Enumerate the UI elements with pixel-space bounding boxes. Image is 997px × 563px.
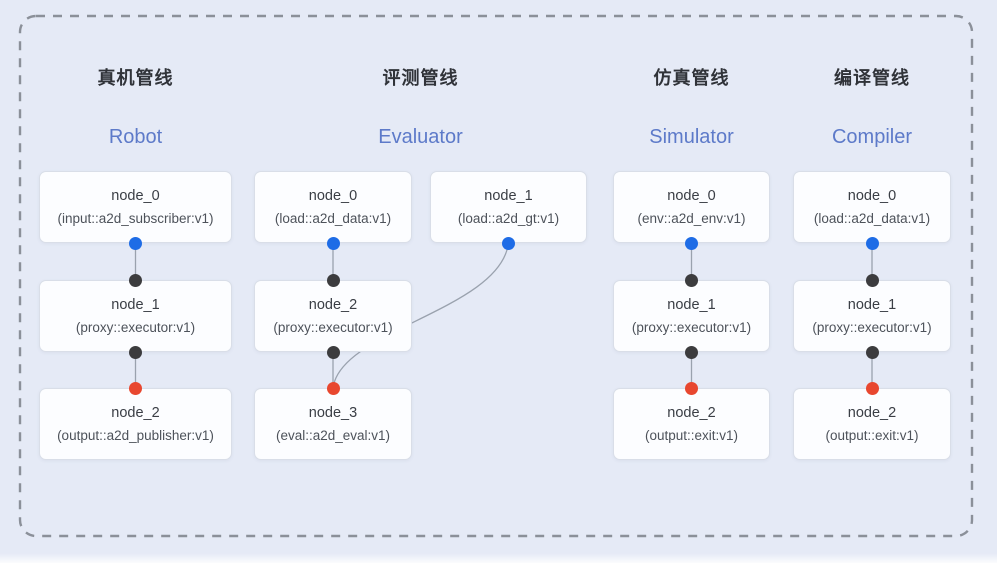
output-port-dot bbox=[502, 236, 515, 250]
node-title: node_1 bbox=[847, 296, 897, 313]
node-title: node_1 bbox=[111, 296, 160, 313]
node-title: node_2 bbox=[111, 404, 160, 421]
input-port-dot bbox=[326, 273, 340, 287]
node-type: (env::a2d_env:v1) bbox=[637, 210, 746, 226]
pipeline-title-zh: 编译管线 bbox=[834, 68, 910, 88]
node-card-simulator-node2: node_2 (output::exit:v1) bbox=[613, 388, 770, 460]
evaluator-curve-connector bbox=[332, 242, 510, 389]
node-title: node_1 bbox=[484, 187, 533, 204]
output-port-dot bbox=[685, 345, 698, 359]
terminal-port-dot bbox=[865, 381, 879, 395]
node-type: (output::exit:v1) bbox=[644, 427, 739, 443]
node-card-compiler-node0: node_0 (load::a2d_data:v1) bbox=[793, 171, 951, 243]
node-title: node_2 bbox=[667, 404, 716, 421]
input-port-dot bbox=[865, 273, 879, 287]
pipeline-header-robot: 真机管线 Robot bbox=[39, 66, 232, 150]
node-type: (proxy::executor:v1) bbox=[75, 319, 196, 335]
node-card-robot-node1: node_1 (proxy::executor:v1) bbox=[39, 280, 232, 352]
input-port-dot bbox=[129, 273, 142, 287]
output-port-dot bbox=[685, 236, 698, 250]
pipeline-title-zh: 仿真管线 bbox=[653, 68, 730, 88]
pipeline-title-en: Compiler bbox=[831, 126, 913, 148]
node-title: node_3 bbox=[308, 404, 358, 421]
pipeline-title-zh: 评测管线 bbox=[382, 68, 459, 88]
node-type: (output::exit:v1) bbox=[825, 427, 919, 443]
node-type: (proxy::executor:v1) bbox=[812, 319, 932, 335]
bottom-edge-fade bbox=[0, 553, 997, 563]
node-card-simulator-node1: node_1 (proxy::executor:v1) bbox=[613, 280, 770, 352]
terminal-port-dot bbox=[685, 381, 698, 395]
node-title: node_1 bbox=[667, 296, 716, 313]
terminal-port-dot bbox=[326, 381, 340, 395]
node-type: (eval::a2d_eval:v1) bbox=[275, 427, 391, 443]
node-card-evaluator-node2: node_2 (proxy::executor:v1) bbox=[254, 280, 412, 352]
node-title: node_2 bbox=[308, 296, 358, 313]
pipeline-title-en: Simulator bbox=[649, 126, 734, 148]
node-card-robot-node0: node_0 (input::a2d_subscriber:v1) bbox=[39, 171, 232, 243]
node-card-evaluator-node3: node_3 (eval::a2d_eval:v1) bbox=[254, 388, 412, 460]
input-port-dot bbox=[685, 273, 698, 287]
node-type: (proxy::executor:v1) bbox=[273, 319, 393, 335]
pipeline-title-en: Evaluator bbox=[378, 126, 463, 148]
node-type: (proxy::executor:v1) bbox=[631, 319, 752, 335]
dashed-frame-border bbox=[18, 14, 974, 538]
output-port-dot bbox=[326, 345, 340, 359]
node-title: node_2 bbox=[847, 404, 897, 421]
pipeline-title-zh: 真机管线 bbox=[97, 68, 174, 88]
output-port-dot bbox=[865, 236, 879, 250]
node-type: (load::a2d_gt:v1) bbox=[457, 210, 560, 226]
pipeline-header-simulator: 仿真管线 Simulator bbox=[613, 66, 770, 150]
node-card-evaluator-node1: node_1 (load::a2d_gt:v1) bbox=[430, 171, 587, 243]
output-port-dot bbox=[129, 345, 142, 359]
node-title: node_0 bbox=[111, 187, 160, 204]
node-card-evaluator-node0: node_0 (load::a2d_data:v1) bbox=[254, 171, 412, 243]
node-title: node_0 bbox=[847, 187, 897, 204]
node-type: (output::a2d_publisher:v1) bbox=[57, 427, 214, 443]
pipeline-title-en: Robot bbox=[108, 126, 163, 148]
output-port-dot bbox=[129, 236, 142, 250]
node-type: (load::a2d_data:v1) bbox=[813, 210, 931, 226]
output-port-dot bbox=[865, 345, 879, 359]
node-title: node_0 bbox=[667, 187, 716, 204]
node-card-compiler-node2: node_2 (output::exit:v1) bbox=[793, 388, 951, 460]
terminal-port-dot bbox=[129, 381, 142, 395]
node-card-robot-node2: node_2 (output::a2d_publisher:v1) bbox=[39, 388, 232, 460]
pipeline-header-compiler: 编译管线 Compiler bbox=[793, 66, 951, 150]
node-title: node_0 bbox=[308, 187, 358, 204]
node-type: (input::a2d_subscriber:v1) bbox=[57, 210, 214, 226]
node-card-compiler-node1: node_1 (proxy::executor:v1) bbox=[793, 280, 951, 352]
output-port-dot bbox=[326, 236, 340, 250]
pipeline-header-evaluator: 评测管线 Evaluator bbox=[254, 66, 587, 150]
node-type: (load::a2d_data:v1) bbox=[274, 210, 392, 226]
node-card-simulator-node0: node_0 (env::a2d_env:v1) bbox=[613, 171, 770, 243]
